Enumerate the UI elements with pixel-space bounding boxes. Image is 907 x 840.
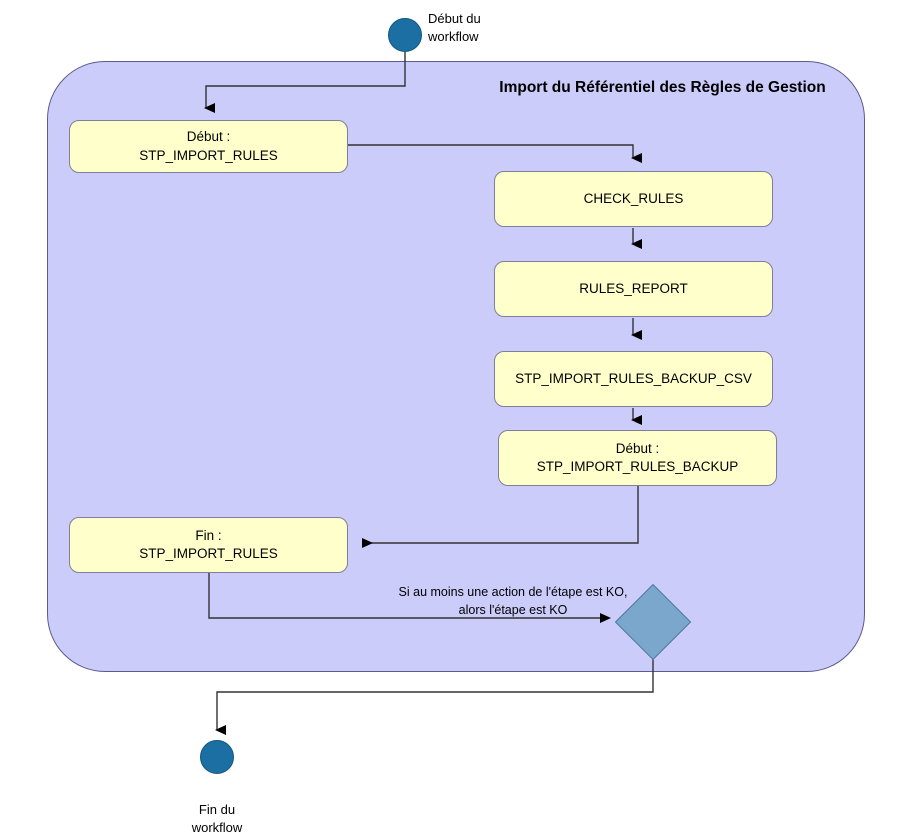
end-node-circle: [200, 740, 234, 774]
node-stp-import-rules-backup-start[interactable]: Début : STP_IMPORT_RULES_BACKUP: [498, 430, 777, 486]
start-node-circle: [388, 18, 422, 52]
diagram-title: Import du Référentiel des Règles de Gest…: [499, 79, 826, 96]
node-check-rules[interactable]: CHECK_RULES: [494, 171, 773, 227]
node-stp-import-rules-end[interactable]: Fin : STP_IMPORT_RULES: [69, 517, 348, 573]
decision-edge-annotation: Si au moins une action de l'étape est KO…: [398, 585, 628, 617]
node-stp-import-rules-backup-csv[interactable]: STP_IMPORT_RULES_BACKUP_CSV: [494, 351, 773, 407]
node-rules-report[interactable]: RULES_REPORT: [494, 261, 773, 317]
start-node-label: Début du workflow: [428, 11, 481, 44]
node-stp-import-rules-start[interactable]: Début : STP_IMPORT_RULES: [69, 120, 348, 173]
end-node-label: Fin du workflow: [191, 802, 243, 835]
